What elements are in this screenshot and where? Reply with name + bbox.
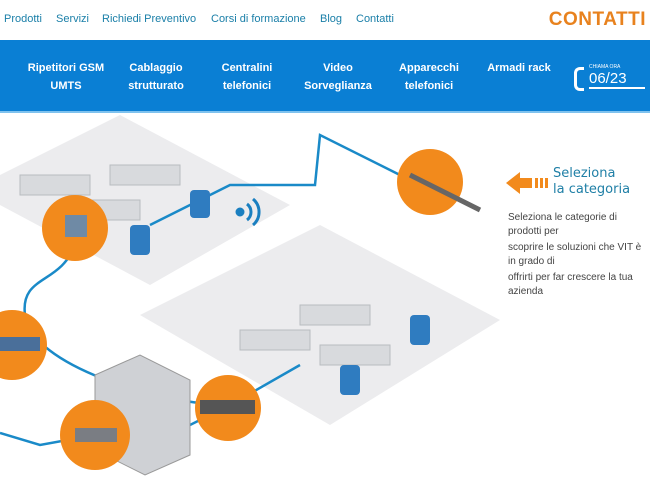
desc-line: Seleziona le categorie di prodotti per	[508, 212, 617, 237]
top-bar: Prodotti Servizi Richiedi Preventivo Cor…	[0, 0, 650, 40]
menu-corsi[interactable]: Corsi di formazione	[211, 13, 306, 25]
nav-ripetitori[interactable]: Ripetitori GSM UMTS	[24, 59, 108, 95]
camera-icon	[0, 337, 40, 351]
menu-contatti[interactable]: Contatti	[356, 13, 394, 25]
nav-label: Centralini	[221, 62, 273, 74]
menu-servizi[interactable]: Servizi	[56, 13, 90, 25]
office-floor-1	[0, 115, 290, 285]
nav-label: strutturato	[128, 80, 184, 92]
nav-armadi[interactable]: Armadi rack	[482, 59, 556, 77]
desc-line: scoprire le soluzioni che VIT è in grado…	[508, 242, 642, 267]
menu-blog[interactable]: Blog	[320, 13, 343, 25]
phone-device-icon	[65, 215, 87, 237]
nav-label: telefonici	[222, 80, 272, 92]
nav-label: Armadi rack	[487, 62, 551, 74]
phone-label: CHIAMA ORA	[589, 64, 621, 70]
nav-label: Ripetitori GSM	[27, 62, 105, 74]
desc-line: offrirti per far crescere la tua azienda	[508, 272, 633, 297]
antenna-circle	[397, 149, 463, 215]
select-description: Seleziona le categorie di prodotti per s…	[508, 211, 646, 301]
nav-centralini[interactable]: Centralini telefonici	[210, 59, 284, 95]
nav-cablaggio[interactable]: Cablaggio strutturato	[118, 59, 194, 95]
network-illustration	[0, 115, 500, 476]
menu-richiedi-preventivo[interactable]: Richiedi Preventivo	[102, 13, 197, 25]
switch-icon	[75, 428, 117, 442]
title-line: la categoria	[553, 182, 631, 197]
select-category-title: Seleziona la categoria	[553, 166, 630, 198]
phone-icon	[574, 67, 584, 91]
nav-apparecchi[interactable]: Apparecchi telefonici	[392, 59, 466, 95]
arrow-left-icon	[506, 172, 548, 194]
nav-label: Apparecchi	[399, 62, 459, 74]
menu-prodotti[interactable]: Prodotti	[4, 13, 42, 25]
chairs	[130, 190, 430, 395]
nav-label: telefonici	[404, 80, 454, 92]
phone-box[interactable]: CHIAMA ORA 06/23	[574, 64, 646, 94]
nav-label: UMTS	[50, 80, 82, 92]
wifi-icon	[235, 197, 261, 227]
title-line: Seleziona	[553, 166, 616, 181]
nav-label: Cablaggio	[129, 62, 183, 74]
antenna-icon	[408, 172, 482, 213]
phone-number: 06/23	[589, 70, 645, 89]
cable-bundle-icon	[200, 400, 255, 414]
contatti-heading[interactable]: CONTATTI	[548, 9, 646, 30]
nav-label: Sorveglianza	[304, 80, 372, 92]
nav-label: Video	[323, 62, 353, 74]
